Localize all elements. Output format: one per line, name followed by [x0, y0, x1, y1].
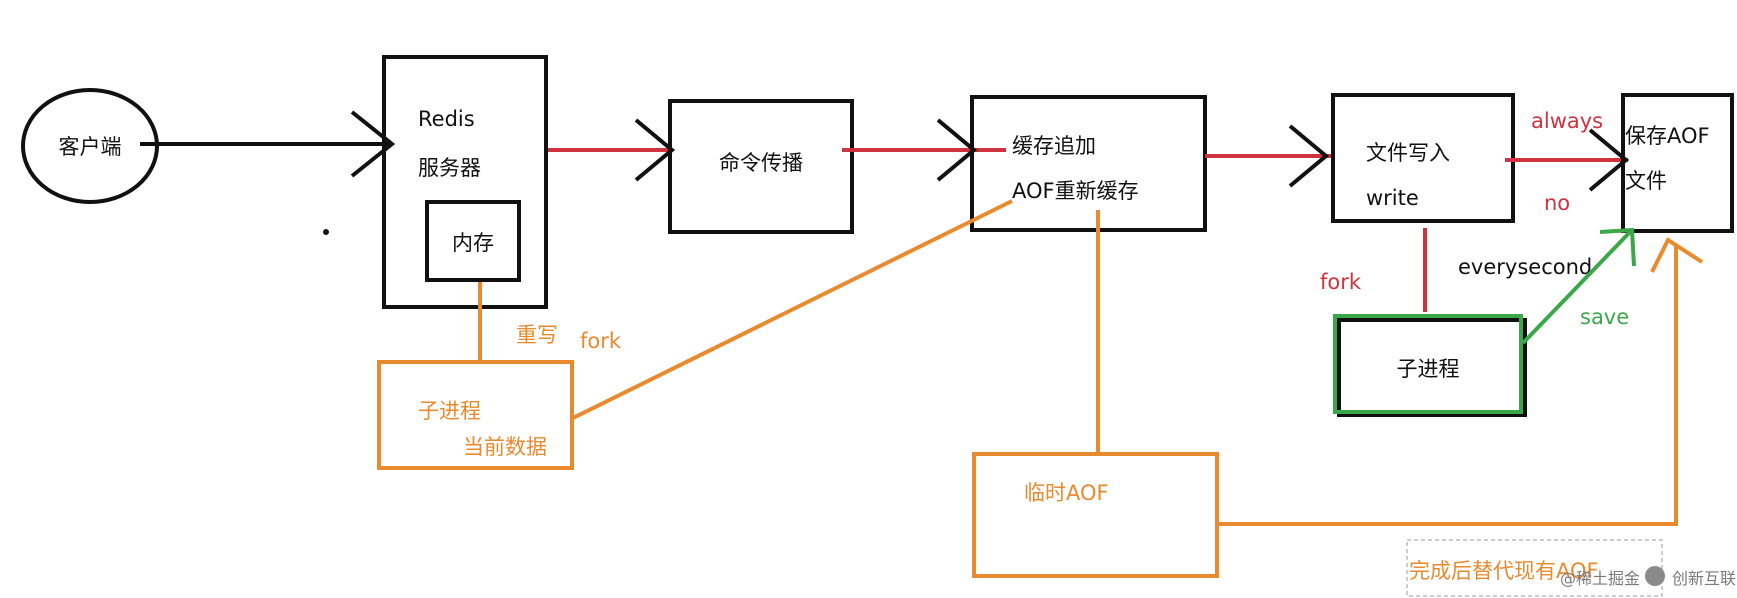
replace-selection-box — [1406, 539, 1663, 597]
file-write-label-line1: 文件写入 — [1366, 141, 1450, 165]
child-process-green-node: 子进程 — [1333, 314, 1527, 417]
child-green-label: 子进程 — [1397, 357, 1460, 381]
aof-buffer-node: 缓存追加 AOF重新缓存 — [970, 95, 1207, 232]
client-node: 客户端 — [21, 88, 159, 204]
redis-label-line2: 服务器 — [418, 156, 481, 180]
label-always: always — [1531, 109, 1603, 133]
memory-node: 内存 — [425, 200, 521, 282]
label-everysecond: everysecond — [1458, 255, 1592, 279]
propagate-label: 命令传播 — [719, 151, 803, 175]
redis-label-line1: Redis — [418, 107, 475, 131]
stray-dot — [323, 229, 329, 235]
edge-client-to-redis — [140, 110, 396, 178]
label-replace: 完成后替代现有AOF — [1409, 559, 1599, 583]
child-orange-label-line1: 子进程 — [418, 399, 481, 423]
watermark-left: @稀土掘金 — [1560, 569, 1640, 588]
child-orange-label-line2: 当前数据 — [463, 435, 547, 459]
label-rewrite: 重写 — [516, 323, 558, 347]
temp-aof-label: 临时AOF — [1024, 481, 1109, 505]
label-save: save — [1580, 305, 1629, 329]
watermark-logo-icon — [1645, 566, 1665, 586]
save-aof-label-line2: 文件 — [1625, 169, 1667, 193]
redis-server-node: Redis 服务器 — [382, 55, 548, 309]
file-write-node: 文件写入 write — [1331, 93, 1515, 223]
label-fork-red: fork — [1320, 270, 1362, 294]
save-aof-label-line1: 保存AOF — [1625, 124, 1710, 148]
watermark-right: 创新互联 — [1672, 569, 1736, 588]
save-aof-node: 保存AOF 文件 — [1621, 93, 1734, 233]
child-process-orange-node: 子进程 当前数据 — [377, 360, 574, 470]
edge-buffer-to-file-write — [1205, 124, 1334, 188]
edge-propagate-to-buffer — [842, 118, 1006, 182]
label-fork-orange: fork — [580, 329, 622, 353]
memory-label: 内存 — [452, 231, 494, 255]
client-label: 客户端 — [59, 135, 122, 159]
edge-redis-to-propagate — [548, 118, 676, 182]
buffer-label-line2: AOF重新缓存 — [1012, 179, 1139, 203]
edge-file-write-to-save-aof — [1505, 128, 1630, 192]
edge-temp-to-save-orange — [1217, 237, 1704, 526]
file-write-label-line2: write — [1366, 186, 1419, 210]
edge-child-to-buffer-orange — [572, 199, 1013, 420]
propagate-node: 命令传播 — [668, 99, 854, 234]
temp-aof-node: 临时AOF — [972, 452, 1219, 578]
buffer-label-line1: 缓存追加 — [1012, 134, 1096, 158]
edge-save-green — [1521, 227, 1636, 345]
label-no: no — [1544, 191, 1570, 215]
